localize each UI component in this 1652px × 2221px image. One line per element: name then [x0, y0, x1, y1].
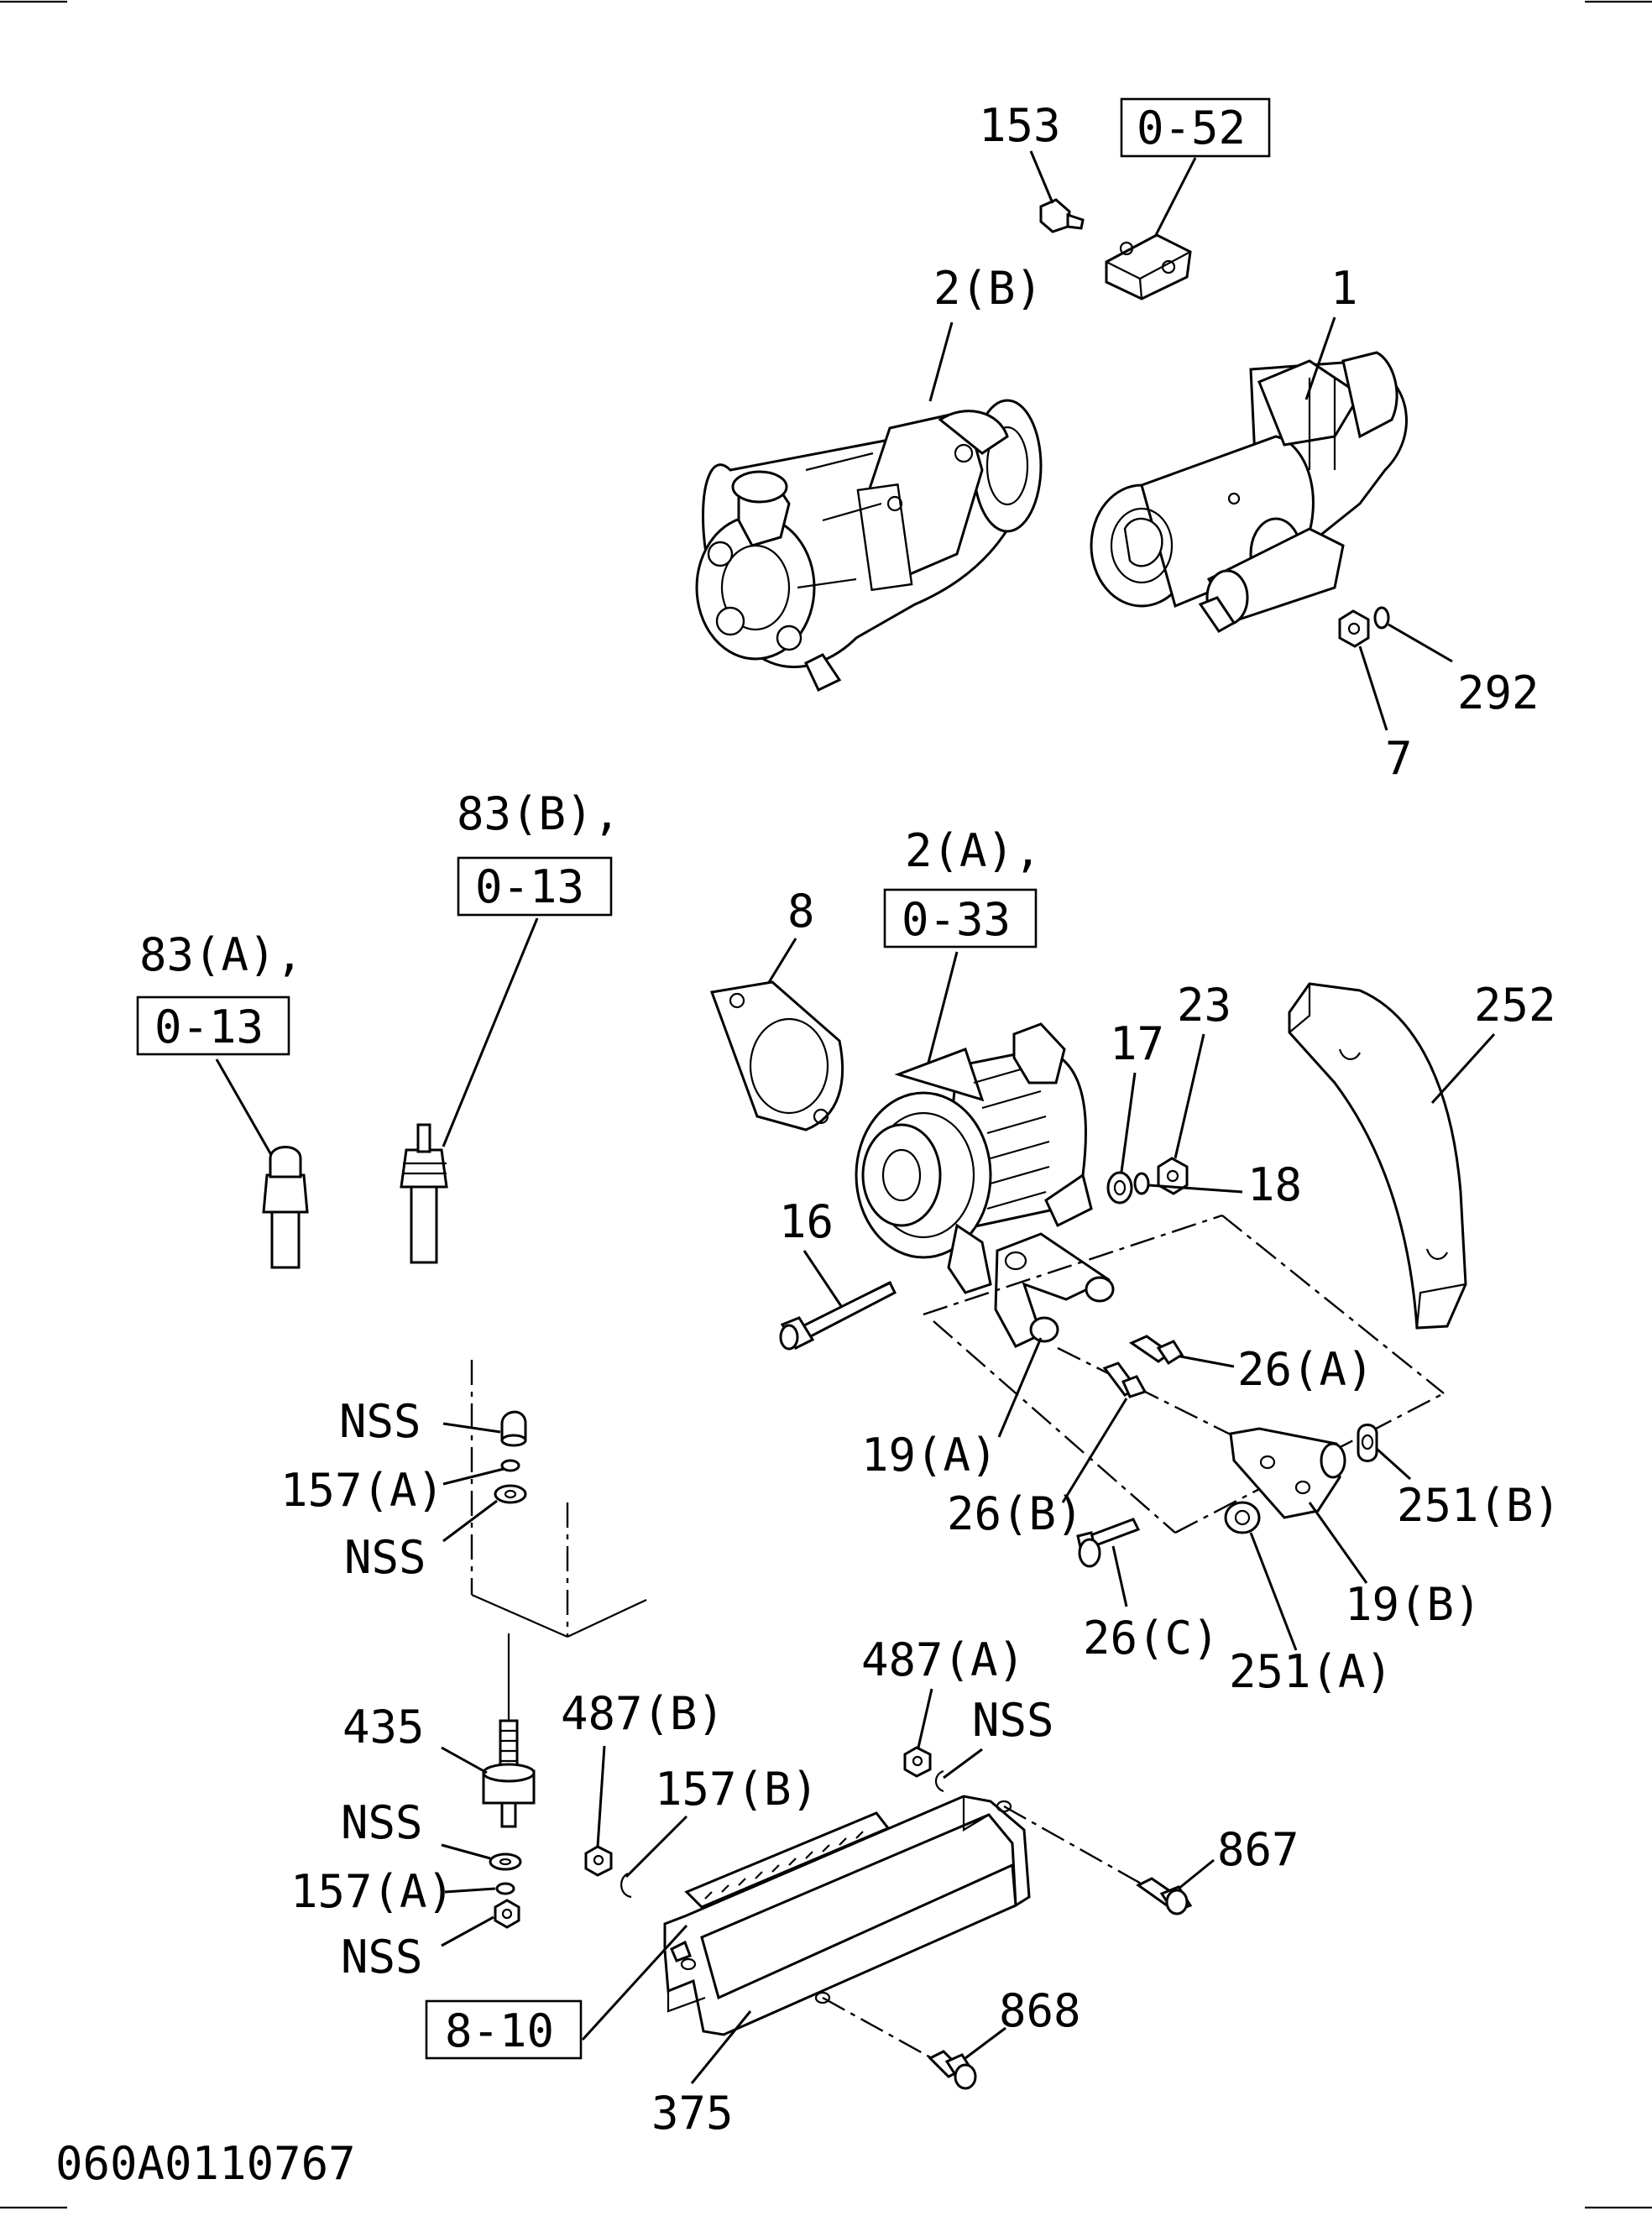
bolt-868-part: [928, 2050, 977, 2090]
bolt-867-part: [1136, 1877, 1193, 1915]
bolt-26c-part: [1076, 1518, 1141, 1568]
label-157a-1[interactable]: 157(A): [280, 1464, 444, 1517]
bracket-19b-part: [1229, 1427, 1346, 1519]
label-157a-2[interactable]: 157(A): [290, 1865, 454, 1918]
label-26c[interactable]: 26(C): [1083, 1612, 1220, 1664]
label-2a[interactable]: 2(A),: [905, 824, 1042, 877]
label-16[interactable]: 16: [779, 1195, 834, 1248]
ref-0-52: 0-52: [1137, 102, 1246, 154]
sensor-83b-part: [400, 1123, 448, 1264]
washer-157b-part: [620, 1873, 632, 1899]
label-17[interactable]: 17: [1110, 1017, 1164, 1070]
spacer-251a-part: [1224, 1501, 1261, 1534]
alternator-2b-part: [695, 399, 1043, 692]
ref-box-8-10[interactable]: 8-10: [425, 1999, 583, 2060]
label-18[interactable]: 18: [1247, 1158, 1302, 1211]
bolt-26b-part: [1102, 1361, 1148, 1398]
gasket-8-part: [709, 980, 844, 1131]
washer-nss2-part: [494, 1484, 527, 1504]
label-19a[interactable]: 19(A): [861, 1429, 998, 1482]
ref-0-13-a: 0-13: [154, 1001, 264, 1053]
bolt-16-part: [779, 1280, 897, 1351]
label-83a[interactable]: 83(A),: [139, 928, 303, 981]
label-375[interactable]: 375: [651, 2087, 734, 2140]
ref-box-0-13-b[interactable]: 0-13: [457, 856, 613, 917]
bolt-153-part: [1039, 198, 1085, 233]
label-487b[interactable]: 487(B): [561, 1687, 724, 1740]
nut-nss5-part: [494, 1899, 520, 1929]
label-19b[interactable]: 19(B): [1345, 1578, 1482, 1631]
label-435[interactable]: 435: [342, 1701, 425, 1753]
ref-8-10: 8-10: [445, 2004, 554, 2057]
washer-292-part: [1373, 606, 1390, 630]
washer-18-part: [1133, 1172, 1150, 1195]
ref-0-33: 0-33: [902, 893, 1011, 946]
label-nss-4[interactable]: NSS: [341, 1796, 423, 1849]
label-487a[interactable]: 487(A): [861, 1633, 1025, 1686]
alternator-2a-part: [855, 1022, 1093, 1294]
washer-157a2-part: [495, 1882, 515, 1895]
label-nss-1[interactable]: NSS: [339, 1395, 421, 1448]
label-867[interactable]: 867: [1217, 1823, 1299, 1876]
washer-nss3-part: [934, 1769, 944, 1793]
label-153[interactable]: 153: [979, 99, 1061, 152]
mount-435-part: [482, 1633, 536, 1828]
starter-1-part: [1090, 351, 1408, 633]
ref-box-0-52[interactable]: 0-52: [1120, 97, 1271, 158]
label-26a[interactable]: 26(A): [1237, 1343, 1374, 1396]
drawing-code: 060A0110767: [55, 2137, 356, 2190]
label-1[interactable]: 1: [1330, 262, 1358, 315]
ref-0-13-b: 0-13: [475, 860, 584, 913]
bracket-0-52-part: [1105, 233, 1192, 300]
bracket-19a-part: [994, 1232, 1115, 1348]
nut-487a-part: [903, 1746, 932, 1778]
nut-487b-part: [584, 1845, 613, 1877]
label-251b[interactable]: 251(B): [1397, 1479, 1561, 1532]
ref-box-0-13-a[interactable]: 0-13: [136, 996, 290, 1056]
label-26b[interactable]: 26(B): [947, 1487, 1084, 1540]
label-nss-3[interactable]: NSS: [972, 1694, 1054, 1747]
label-868[interactable]: 868: [999, 1984, 1081, 2037]
nut-7-part: [1338, 609, 1370, 648]
label-nss-2[interactable]: NSS: [344, 1531, 426, 1584]
washer-17-part: [1106, 1171, 1133, 1205]
sensor-83a-part: [262, 1146, 309, 1269]
label-157b[interactable]: 157(B): [655, 1763, 818, 1816]
label-nss-5[interactable]: NSS: [341, 1931, 423, 1983]
label-83b[interactable]: 83(B),: [457, 787, 620, 840]
bracket-375-part: [663, 1795, 1031, 2036]
label-23[interactable]: 23: [1177, 979, 1231, 1032]
cover-252-part: [1288, 982, 1467, 1330]
center-lines-left: [470, 1360, 647, 1638]
ref-box-0-33[interactable]: 0-33: [883, 888, 1038, 948]
label-7[interactable]: 7: [1385, 732, 1413, 785]
washer-nss4-part: [489, 1853, 522, 1871]
washer-157a1-part: [500, 1459, 520, 1472]
label-2b[interactable]: 2(B): [933, 262, 1043, 315]
label-8[interactable]: 8: [787, 885, 815, 938]
bolt-26a-part: [1128, 1335, 1184, 1366]
label-251a[interactable]: 251(A): [1229, 1645, 1393, 1698]
nut-nss1-part: [500, 1410, 527, 1447]
label-252[interactable]: 252: [1474, 979, 1556, 1032]
spacer-251b-part: [1357, 1424, 1378, 1462]
label-292[interactable]: 292: [1457, 666, 1540, 719]
